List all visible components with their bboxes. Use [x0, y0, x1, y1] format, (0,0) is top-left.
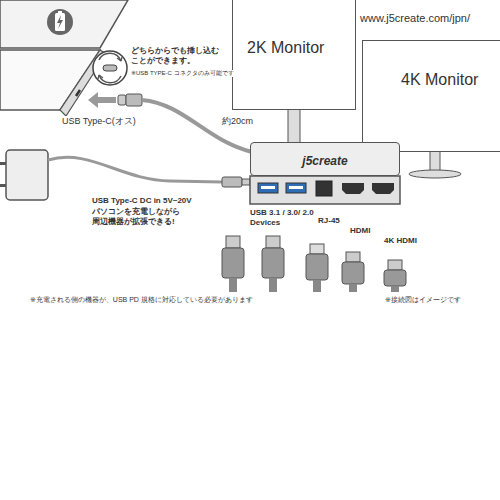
usb-plug-body — [222, 248, 244, 278]
monitor-stand — [430, 150, 440, 172]
power-plug-tip — [242, 179, 250, 185]
hdmi-plug-tip — [346, 252, 360, 262]
port-label: 4K HDMI — [384, 236, 417, 246]
monitor-stand — [288, 108, 300, 144]
power-plug-body — [222, 177, 242, 187]
battery-shape — [55, 13, 65, 31]
insert-arrow — [88, 92, 116, 108]
monitor-screen: 4K Monitor — [362, 40, 500, 152]
adapter-prong — [0, 162, 6, 165]
cable — [313, 280, 321, 292]
rj45-port — [316, 181, 332, 196]
port-label: RJ-45 — [318, 216, 340, 226]
site-url: www.j5create.com/jpn/ — [360, 12, 470, 25]
footnote: ※充電される側の機器が、USB PD 規格に対応している必要があります — [30, 296, 253, 304]
cable-length: 約20cm — [222, 116, 253, 127]
rotate-arrowhead — [117, 57, 122, 61]
usage-note: どちらからでも挿し込む ことができます。 — [131, 46, 224, 65]
usb-port-tongue — [289, 186, 303, 189]
bolt-symbol — [57, 15, 63, 29]
rj45-plug-body — [306, 254, 328, 280]
connector-label: USB Type-C(オス) — [62, 116, 136, 127]
usb-port-tongue — [261, 186, 275, 189]
hdmi-plug-tip — [388, 260, 402, 270]
hdmi-plug-body — [342, 262, 364, 284]
cable — [391, 286, 399, 292]
usb-port — [286, 183, 306, 193]
node-label: 4K Monitor — [401, 71, 478, 89]
power-input-label: USB Type-C DC in 5V~20V — [92, 196, 192, 206]
power-cable — [48, 157, 222, 182]
battery-cap — [58, 11, 62, 13]
laptop-port — [76, 90, 80, 96]
laptop-lid — [0, 0, 128, 48]
usbc-plug-body — [126, 94, 142, 106]
hdmi-port — [342, 183, 364, 194]
monitor-base — [409, 170, 461, 178]
usb-plug-tip — [266, 236, 280, 248]
adapter-prong — [0, 184, 6, 187]
node-label: 2K Monitor — [247, 39, 324, 57]
monitor-screen: 2K Monitor — [232, 0, 356, 110]
usbc-plug-icon — [103, 65, 117, 71]
rj45-plug-tip — [310, 244, 324, 254]
cable — [229, 278, 237, 292]
footnote: ※接続図はイメージです — [385, 296, 461, 304]
hub-front — [250, 176, 400, 204]
rotate-arrowhead — [98, 75, 103, 79]
port-label: HDMI — [350, 226, 370, 236]
callout-circle — [93, 51, 127, 85]
hub-body: j5create — [250, 142, 400, 176]
cable — [349, 284, 357, 292]
port-label: USB 3.1 / 3.0/ 2.0 Devices — [250, 208, 316, 227]
rotate-arrow — [99, 75, 121, 83]
usbc-plug-tip — [118, 95, 126, 105]
usb-port — [258, 183, 278, 193]
node-label: j5create — [302, 154, 347, 168]
charge-icon — [47, 9, 73, 35]
feature-note: パソコンを充電しながら 周辺機器が拡張できる! — [92, 207, 185, 226]
hdmi-port — [372, 183, 394, 194]
hdmi-plug-body — [384, 270, 406, 286]
usb-plug-body — [262, 248, 284, 278]
power-adapter — [6, 150, 48, 200]
rotate-arrow — [99, 53, 121, 61]
cable — [269, 278, 277, 292]
usb-plug-tip — [226, 236, 240, 248]
footnote: ※USB TYPE-C コネクタのみ可能です — [131, 70, 234, 77]
